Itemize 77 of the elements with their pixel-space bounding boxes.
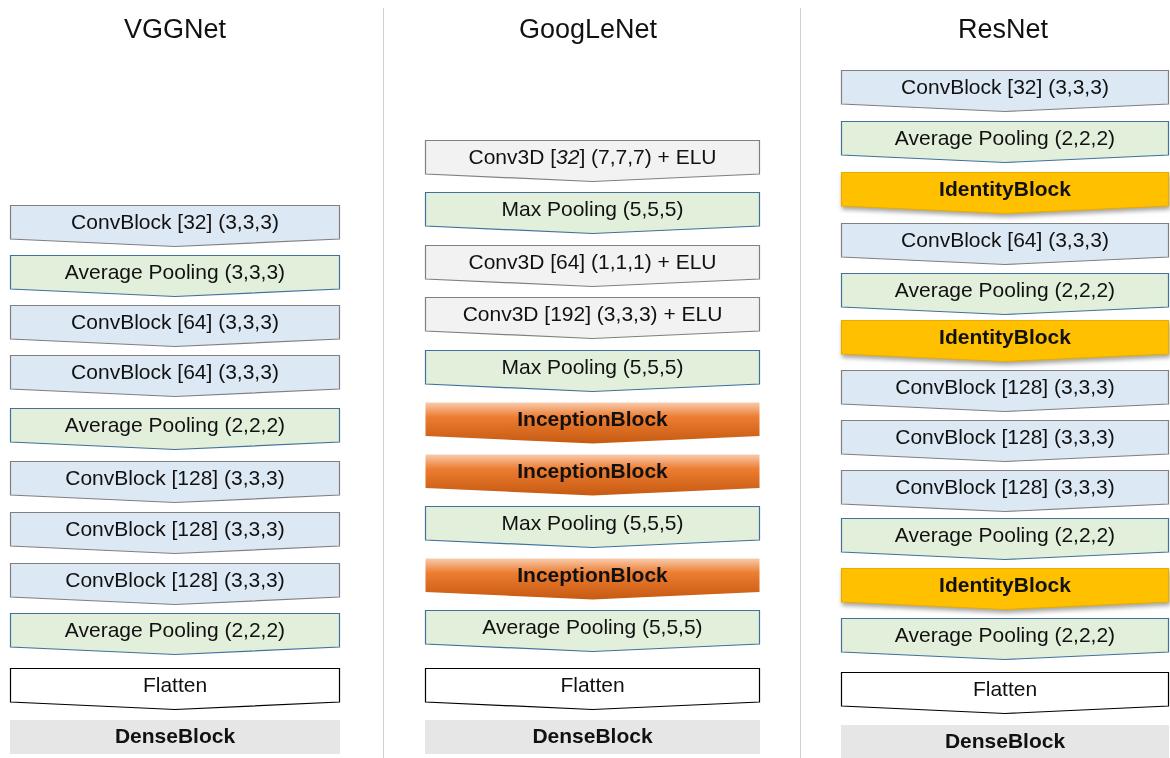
layer-label: InceptionBlock — [516, 459, 669, 483]
column-title: VGGNet — [123, 14, 227, 45]
layer-label: InceptionBlock — [516, 563, 669, 587]
layer-label: ConvBlock [128] (3,3,3) — [64, 466, 286, 490]
layer-label: IdentityBlock — [938, 573, 1072, 597]
dense-block — [10, 720, 340, 754]
layer-label: ConvBlock [128] (3,3,3) — [894, 375, 1116, 399]
layer-label: ConvBlock [128] (3,3,3) — [894, 425, 1116, 449]
dense-block — [841, 725, 1169, 758]
layer-label: Average Pooling (5,5,5) — [481, 615, 704, 639]
conv-block — [425, 245, 760, 287]
conv-block — [841, 420, 1169, 462]
layer-label: ConvBlock [32] (3,3,3) — [70, 210, 280, 234]
layer-label: Average Pooling (2,2,2) — [893, 278, 1117, 302]
layer-label: Average Pooling (2,2,2) — [893, 523, 1117, 547]
layer-label: DenseBlock — [943, 729, 1067, 753]
inception-block — [425, 558, 760, 600]
identity-block — [841, 568, 1169, 610]
layer-label: Flatten — [971, 677, 1039, 701]
inception-block — [425, 402, 760, 444]
conv-block — [10, 205, 340, 247]
flatten-block — [425, 668, 760, 710]
pooling-block — [841, 618, 1169, 660]
inception-block — [425, 454, 760, 496]
layer-label: Average Pooling (2,2,2) — [893, 623, 1117, 647]
conv-block — [425, 140, 760, 182]
layer-label: ConvBlock [64] (3,3,3) — [70, 360, 280, 384]
conv-block — [841, 370, 1169, 412]
pooling-block — [10, 408, 340, 450]
layer-label: Conv3D [192] (3,3,3) + ELU — [461, 302, 724, 326]
pooling-block — [425, 350, 760, 392]
conv-block — [10, 461, 340, 503]
layer-label: ConvBlock [128] (3,3,3) — [894, 475, 1116, 499]
flatten-block — [841, 672, 1169, 714]
conv-block — [10, 305, 340, 347]
conv-block — [10, 563, 340, 605]
layer-label: IdentityBlock — [938, 325, 1072, 349]
conv-block — [425, 297, 760, 339]
pooling-block — [425, 610, 760, 652]
layer-label: Average Pooling (2,2,2) — [63, 618, 287, 642]
flatten-block — [10, 668, 340, 710]
dense-block — [425, 720, 760, 754]
identity-block — [841, 320, 1169, 362]
pooling-block — [10, 255, 340, 297]
layer-label: InceptionBlock — [516, 407, 669, 431]
conv-block — [10, 512, 340, 554]
pooling-block — [841, 121, 1169, 163]
pooling-block — [841, 518, 1169, 560]
column-title: ResNet — [957, 14, 1049, 45]
layer-label: Conv3D [32] (7,7,7) + ELU — [467, 145, 718, 169]
layer-label: ConvBlock [32] (3,3,3) — [900, 75, 1110, 99]
pooling-block — [425, 192, 760, 234]
layer-label: IdentityBlock — [938, 177, 1072, 201]
layer-label: Max Pooling (5,5,5) — [500, 355, 685, 379]
identity-block — [841, 172, 1169, 214]
layer-label: ConvBlock [128] (3,3,3) — [64, 517, 286, 541]
layer-label: Conv3D [64] (1,1,1) + ELU — [467, 250, 718, 274]
conv-block — [841, 223, 1169, 265]
layer-label: Flatten — [559, 673, 626, 697]
layer-label: ConvBlock [128] (3,3,3) — [64, 568, 286, 592]
conv-block — [841, 70, 1169, 112]
column-title: GoogLeNet — [517, 14, 659, 45]
layer-label: ConvBlock [64] (3,3,3) — [900, 228, 1110, 252]
conv-block — [841, 470, 1169, 512]
layer-label: Average Pooling (2,2,2) — [893, 126, 1117, 150]
layer-label: DenseBlock — [531, 724, 654, 748]
layer-label: Flatten — [141, 673, 209, 697]
layer-label: Max Pooling (5,5,5) — [500, 511, 685, 535]
layer-label: Average Pooling (3,3,3) — [63, 260, 287, 284]
layer-label: DenseBlock — [113, 724, 237, 748]
pooling-block — [10, 613, 340, 655]
layer-label: Max Pooling (5,5,5) — [500, 197, 685, 221]
layer-label: Average Pooling (2,2,2) — [63, 413, 287, 437]
pooling-block — [425, 506, 760, 548]
conv-block — [10, 355, 340, 397]
pooling-block — [841, 273, 1169, 315]
layer-label: ConvBlock [64] (3,3,3) — [70, 310, 280, 334]
